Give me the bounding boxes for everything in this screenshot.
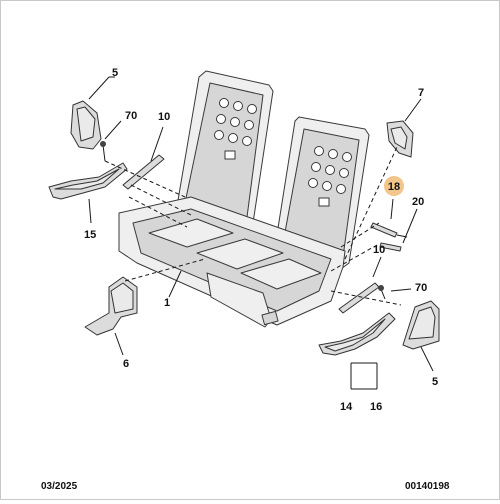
assembly-dash-lines bbox=[104, 146, 402, 306]
callout-15: 15 bbox=[84, 229, 96, 241]
callout-5-top: 5 bbox=[112, 67, 118, 79]
part-20-pin bbox=[379, 242, 402, 252]
part-15-hinge-bracket bbox=[48, 162, 128, 200]
callout-18-highlight bbox=[384, 176, 404, 196]
callout-16: 16 bbox=[370, 401, 382, 413]
part-5-right-highlight bbox=[408, 306, 436, 340]
part-7-highlight bbox=[390, 126, 408, 150]
callout-18: 18 bbox=[388, 181, 400, 193]
callout-14: 14 bbox=[340, 401, 353, 413]
left-backrest-holes bbox=[214, 98, 257, 160]
footer-reference: 00140198 bbox=[405, 481, 450, 492]
part-18-rod bbox=[370, 222, 398, 238]
callout-6: 6 bbox=[123, 358, 129, 370]
part-15-highlight bbox=[54, 168, 120, 190]
leader-lines bbox=[88, 76, 434, 390]
part-10-rod-left bbox=[122, 154, 165, 190]
part-70-screw-left bbox=[100, 141, 106, 162]
callout-70-top: 70 bbox=[125, 110, 137, 122]
part-70-screw-right bbox=[378, 285, 386, 300]
callout-7: 7 bbox=[418, 87, 424, 99]
callout-10-mid: 10 bbox=[373, 244, 385, 256]
part-5-left-highlight bbox=[76, 106, 96, 142]
callout-20: 20 bbox=[412, 196, 424, 208]
callout-1: 1 bbox=[164, 297, 170, 309]
callout-70-mid: 70 bbox=[415, 282, 427, 294]
seat-crossmember-3 bbox=[240, 258, 322, 290]
callout-10-top: 10 bbox=[158, 111, 170, 123]
seat-foot bbox=[261, 310, 279, 326]
footer-date: 03/2025 bbox=[41, 481, 78, 492]
part-6-highlight bbox=[110, 282, 134, 314]
seat-frame-assembly bbox=[118, 70, 370, 328]
part-10-rod-right bbox=[338, 282, 380, 314]
seat-crossmember-2 bbox=[196, 238, 284, 270]
part-14-16-highlight bbox=[324, 318, 386, 352]
right-backrest-holes bbox=[308, 146, 352, 207]
callout-5-bottom: 5 bbox=[432, 376, 438, 388]
